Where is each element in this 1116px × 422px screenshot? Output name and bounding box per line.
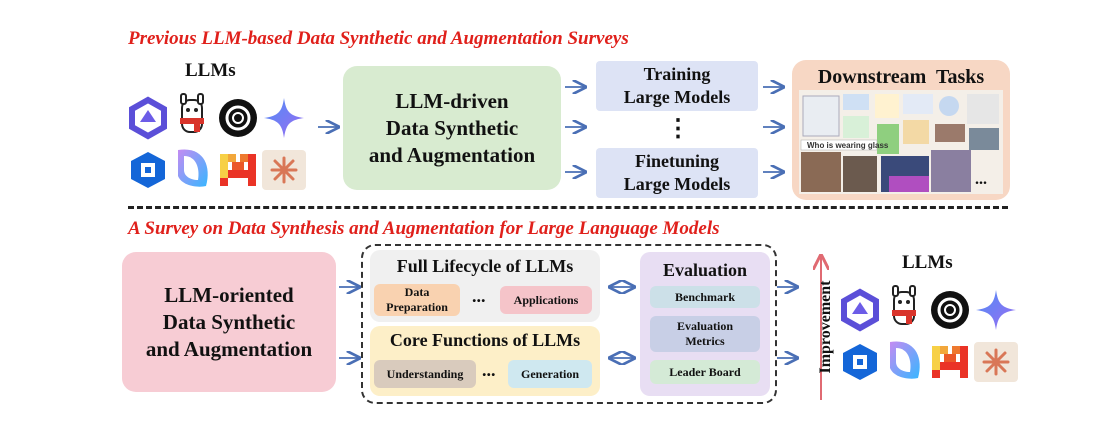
finetuning-box: Finetuning Large Models <box>596 148 758 198</box>
evaluation-title: Evaluation <box>662 260 748 280</box>
leader-board-box: Leader Board <box>650 360 760 384</box>
doubao-icon <box>131 152 165 188</box>
openai-icon <box>931 291 969 329</box>
understanding-box: Understanding <box>374 360 476 388</box>
evaluation-metrics-box: Evaluation Metrics <box>650 316 760 352</box>
mistral-icon <box>932 346 968 378</box>
llama-icon <box>892 285 916 325</box>
downstream-tasks-box: Downstream Tasks Who is wearing glass ..… <box>792 60 1010 200</box>
core-functions-box: Core Functions of LLMs Understanding ...… <box>370 326 600 396</box>
claude-icon <box>262 150 306 190</box>
evaluation-box: Evaluation Benchmark Evaluation Metrics … <box>640 252 770 396</box>
top-llms-label: LLMs <box>185 60 236 81</box>
survey-scope-container <box>361 244 777 404</box>
downstream-ellipsis: ... <box>975 171 987 188</box>
lifecycle-box: Full Lifecycle of LLMs Data Preparation … <box>370 250 600 322</box>
llama-icon <box>180 93 204 133</box>
gemini-icon <box>976 290 1016 330</box>
bottom-title: A Survey on Data Synthesis and Augmentat… <box>128 218 720 239</box>
llm-driven-box: LLM-driven Data Synthetic and Augmentati… <box>343 66 561 190</box>
downstream-label: Downstream Tasks <box>817 66 985 88</box>
section-divider <box>128 206 1008 209</box>
mistral-icon <box>220 154 256 186</box>
bottom-llms-label: LLMs <box>902 252 953 273</box>
kimi-icon <box>178 149 208 187</box>
downstream-collage-image: Who is wearing glass ... <box>799 90 1003 194</box>
claude-icon <box>974 342 1018 382</box>
data-preparation-box: Data Preparation <box>374 284 460 316</box>
qwen-icon <box>129 96 167 140</box>
top-vdots: ⋮ <box>666 116 690 142</box>
top-title: Previous LLM-based Data Synthetic and Au… <box>128 28 629 49</box>
lifecycle-ellipsis: ... <box>472 286 486 306</box>
gemini-icon <box>264 98 304 138</box>
generation-box: Generation <box>508 360 592 388</box>
qwen-icon <box>841 288 879 332</box>
benchmark-box: Benchmark <box>650 286 760 308</box>
doubao-icon <box>843 344 877 380</box>
core-ellipsis: ... <box>482 360 496 380</box>
lifecycle-title: Full Lifecycle of LLMs <box>396 256 574 276</box>
training-box: Training Large Models <box>596 61 758 111</box>
applications-box: Applications <box>500 286 592 314</box>
improvement-label: Improvement <box>817 280 834 374</box>
core-title: Core Functions of LLMs <box>389 330 581 350</box>
kimi-icon <box>890 341 920 379</box>
downstream-caption: Who is wearing glass <box>807 141 889 150</box>
openai-icon <box>219 99 257 137</box>
llm-oriented-box: LLM-oriented Data Synthetic and Augmenta… <box>122 252 336 392</box>
